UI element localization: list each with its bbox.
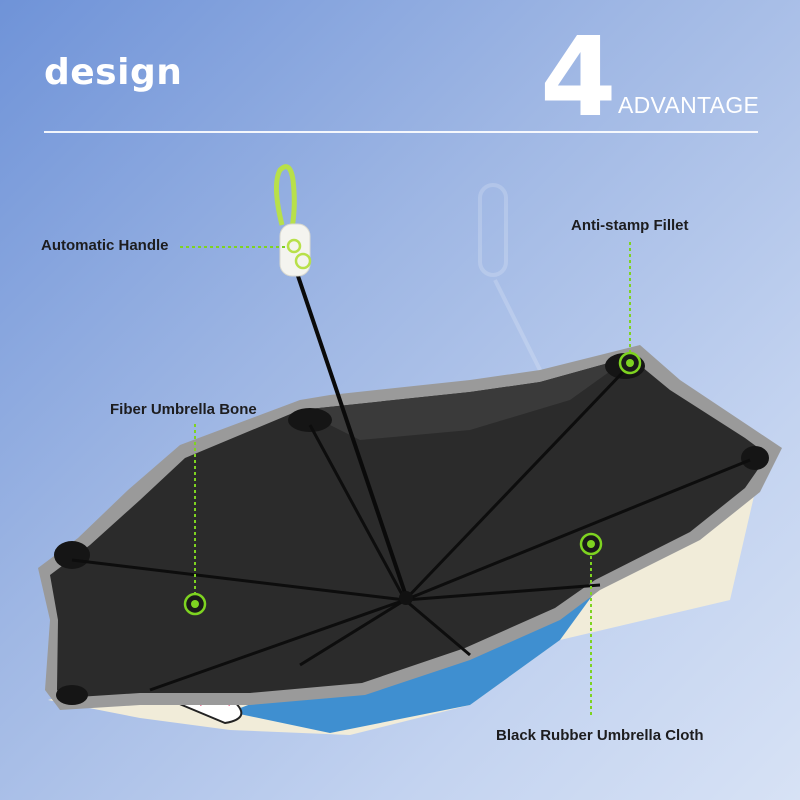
- callout-fiber-umbrella-bone: Fiber Umbrella Bone: [110, 401, 257, 418]
- callout-anti-stamp-fillet: Anti-stamp Fillet: [571, 217, 689, 234]
- automatic-handle: [274, 164, 312, 277]
- umbrella-reflection: [478, 183, 547, 381]
- header-divider: [44, 131, 758, 133]
- target-marker-cloth: [579, 532, 603, 556]
- canopy-inner: [50, 357, 768, 698]
- target-marker-bone: [183, 592, 207, 616]
- callout-automatic-handle: Automatic Handle: [41, 237, 169, 254]
- umbrella-ribs: [71, 368, 751, 692]
- umbrella-shaft: [294, 269, 410, 603]
- target-marker-fillet: [618, 351, 642, 375]
- advantage-label: ADVANTAGE: [618, 92, 760, 118]
- callout-black-rubber-cloth: Black Rubber Umbrella Cloth: [496, 727, 704, 744]
- advantage-number: 4: [540, 13, 617, 141]
- page-title: design: [44, 52, 183, 93]
- callout-lines: [180, 242, 631, 718]
